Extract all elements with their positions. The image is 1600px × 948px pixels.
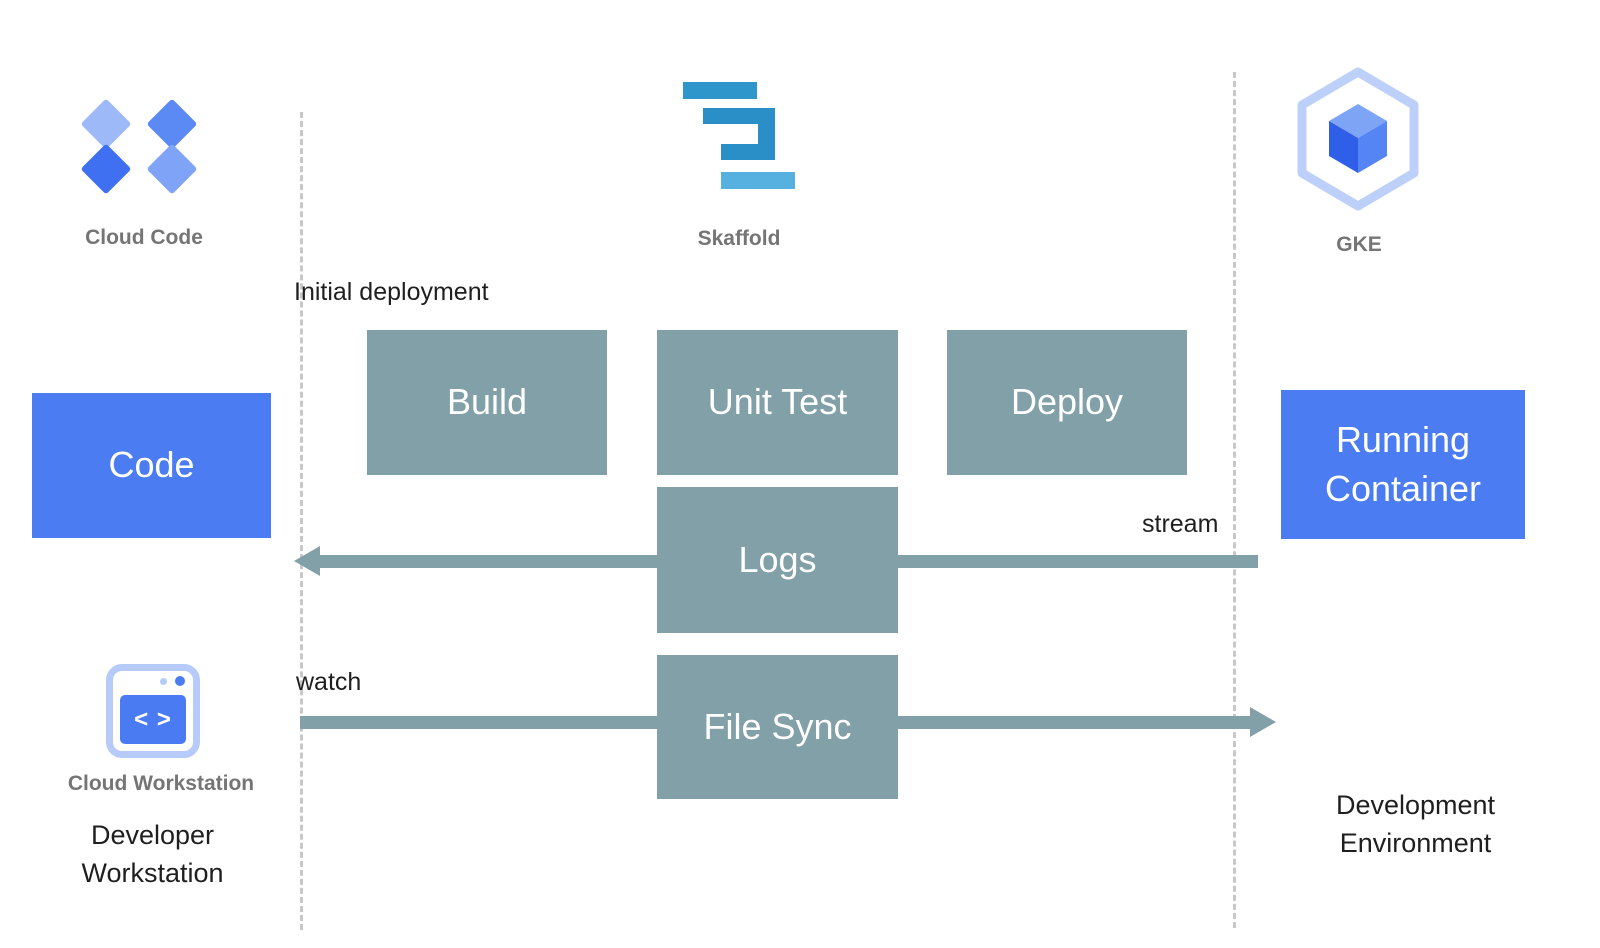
watch-label: watch <box>296 668 362 696</box>
window-dot-icon <box>160 678 167 685</box>
cloud-code-label: Cloud Code <box>85 226 203 249</box>
developer-workstation-label: Developer Workstation <box>81 820 224 889</box>
cloud-workstation-label: Cloud Workstation <box>67 772 255 795</box>
logs-box: Logs <box>657 487 898 633</box>
skaffold-icon <box>683 78 795 193</box>
window-dot-icon <box>175 676 185 686</box>
file-sync-arrowhead-right <box>1250 707 1276 737</box>
build-box: Build <box>367 330 607 475</box>
skaffold-label: Skaffold <box>697 227 781 250</box>
unit-test-box: Unit Test <box>657 330 898 475</box>
deploy-box: Deploy <box>947 330 1187 475</box>
logs-stream-arrowhead-left <box>294 546 320 576</box>
lane-divider-left <box>300 112 303 930</box>
code-box: Code <box>32 393 271 538</box>
gke-icon <box>1294 66 1422 212</box>
development-environment-label: Development Environment <box>1335 790 1496 859</box>
gke-label: GKE <box>1336 233 1382 256</box>
stream-label: stream <box>1142 510 1219 538</box>
cloud-code-diamond-top-left <box>80 98 132 150</box>
cloud-code-diamond-bottom-right <box>146 143 198 195</box>
lane-divider-right <box>1233 72 1236 928</box>
code-brackets-icon: < > <box>120 695 186 744</box>
cloud-code-icon <box>62 96 212 195</box>
cloud-code-diamond-top-right <box>146 98 198 150</box>
running-container-box: Running Container <box>1281 390 1525 539</box>
cloud-code-diamond-bottom-left <box>80 143 132 195</box>
initial-deployment-label: Initial deployment <box>294 278 489 306</box>
file-sync-box: File Sync <box>657 655 898 799</box>
cloud-workstation-icon: < > <box>106 664 200 758</box>
